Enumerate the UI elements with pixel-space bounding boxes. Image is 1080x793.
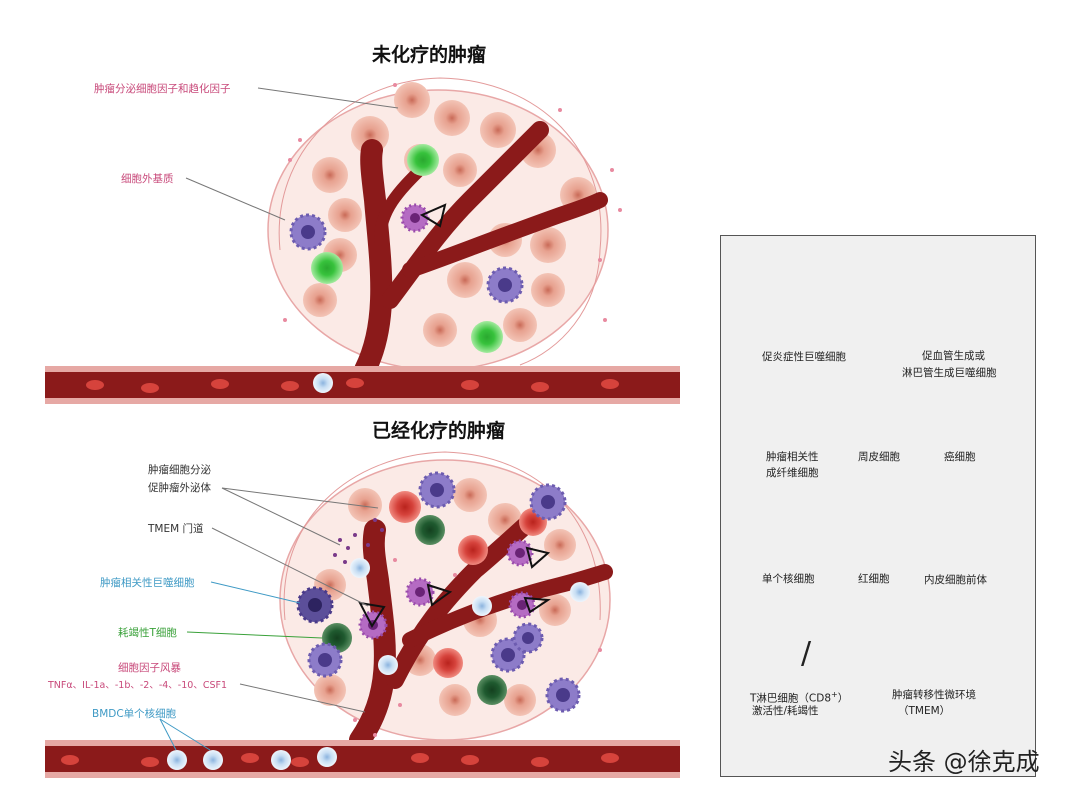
legend-tmem-label-line1: 肿瘤转移性微环境 [892,689,976,701]
tumor-blood-vessel [354,121,608,381]
label-exosome-line2: 促肿瘤外泌体 [148,482,211,494]
watermark: 头条 @徐克成 [888,748,1040,776]
label-tmem: TMEM 门道 [148,523,204,535]
m1-macrophage [296,471,581,713]
top-tumor [45,77,680,404]
m2-macrophage [400,203,430,233]
legend-t-cell-text: T淋巴细胞（CD8 [750,692,832,705]
monocyte [350,558,590,675]
tmem-marker [419,203,447,228]
legend-m2-label-line1: 促血管生成或 [922,350,985,362]
label-bmdc: BMDC单个核细胞 [92,708,177,720]
m1-macrophage [289,213,524,304]
bottom-tumor [45,451,680,778]
legend-panel [720,235,1036,777]
legend-t-cell-sup: + [831,690,838,699]
label-exosome-line1: 肿瘤细胞分泌 [148,464,211,476]
label-secreted-factors: 肿瘤分泌细胞因子和趋化因子 [94,83,231,95]
legend-t-cell-slash: / [801,636,812,671]
cytokine-dots [353,558,602,737]
main-blood-vessel-bottom [45,740,680,778]
legend-t-cell-text-end: ） [837,692,849,705]
legend-caf-label-line2: 成纤维细胞 [766,467,819,479]
label-cytokine-storm: 细胞因子风暴 [118,662,181,674]
legend-cancer-cell-label: 癌细胞 [944,451,976,463]
legend-pericyte-label: 周皮细胞 [858,451,900,463]
endothelial-precursor [389,491,547,678]
legend-t-cell-label-line1: T淋巴细胞（CD8+） [750,687,848,707]
main-blood-vessel-top [45,366,680,404]
legend-monocyte-label: 单个核细胞 [762,573,815,585]
active-t-cell [311,144,503,353]
bottom-panel-title: 已经化疗的肿瘤 [372,420,506,442]
label-tam: 肿瘤相关性巨噬细胞 [100,577,195,589]
exosome-dots [333,518,384,564]
secreted-factor-dots [283,83,622,322]
legend-t-cell-label-line2: 激活性/耗竭性 [752,705,819,717]
legend-tmem-label-line2: （TMEM） [898,705,951,717]
top-panel-title: 未化疗的肿瘤 [372,44,487,66]
legend-m1-label: 促炎症性巨噬细胞 [762,351,846,363]
legend-m2-label-line2: 淋巴管生成巨噬细胞 [902,367,997,379]
legend-caf-label-line1: 肿瘤相关性 [766,451,819,463]
tmem-marker [358,546,551,629]
label-exhausted-t: 耗竭性T细胞 [118,627,177,639]
label-cytokine-list: TNFα、IL-1a、-1b、-2、-4、-10、CSF1 [48,680,227,691]
legend-rbc-label: 红细胞 [858,573,890,585]
label-ecm: 细胞外基质 [121,173,174,185]
legend-endothelial-precursor-label: 内皮细胞前体 [924,574,987,586]
